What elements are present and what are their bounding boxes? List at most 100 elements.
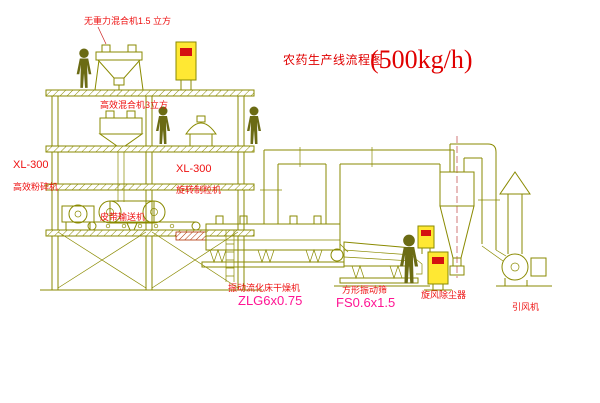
dome: [185, 122, 217, 135]
label-cyclone: 旋风除尘器: [421, 289, 466, 300]
cyclone-top-pipe: [449, 143, 497, 250]
building-deck-top: [45, 89, 255, 97]
gravity-free-mixer: [94, 44, 144, 91]
exhaust-duct: [260, 147, 455, 224]
granulator-outlet: [126, 222, 138, 231]
cabinet-legs: [180, 80, 192, 90]
belt-roller: [137, 223, 143, 229]
cabinet-legs: [424, 284, 452, 291]
exhaust-stack: [499, 171, 531, 254]
mixer2-inlet-right: [126, 110, 136, 119]
dome-hopper: [185, 115, 217, 146]
label-belt: 皮带输送机: [100, 211, 145, 222]
label-screen: 方形振动筛: [342, 284, 387, 295]
duct-drop: [439, 164, 455, 172]
duct-horizontal: [263, 149, 455, 165]
duct-risers: [263, 164, 341, 224]
label-dryer-model: ZLG6x0.75: [238, 293, 302, 308]
fan-base: [496, 278, 552, 287]
mixer-top-body: [95, 51, 143, 61]
building-braces: [57, 231, 239, 289]
cabinet-display: [180, 48, 192, 56]
fan-volute: [501, 253, 529, 281]
pulverizer: [61, 204, 95, 230]
worker-figure: [399, 234, 419, 284]
label-screen-model: FS0.6x1.5: [336, 295, 395, 310]
cyclone-separator: [439, 136, 507, 278]
label-leader-line: [97, 26, 107, 45]
worker-figure: [76, 48, 92, 88]
label-xl300-left: XL-300: [13, 159, 48, 171]
building-deck-3: [45, 183, 255, 191]
label-xl300-right: XL-300: [176, 163, 211, 175]
worker-figure: [156, 106, 170, 144]
label-pulverizer: 高效粉碎机: [13, 181, 58, 192]
cyclone-discharge-box: [449, 265, 465, 276]
belt-pulley-right: [191, 221, 201, 231]
dryer-springs: [209, 248, 323, 264]
pulverizer-rotor: [68, 204, 88, 224]
drum-hub-right: [150, 208, 158, 216]
control-cabinet-main: [424, 251, 452, 291]
diagram-title: 农药生产线流程图: [283, 52, 383, 67]
granulator-drum-right: [142, 200, 166, 224]
mixer2-inlet-left: [105, 110, 115, 119]
screen-outlet: [411, 255, 423, 275]
screen-base: [339, 277, 419, 284]
foundation-hatch: [175, 231, 207, 241]
pipe-to-fan: [481, 245, 507, 262]
dome-body: [189, 134, 213, 146]
pulverizer-legs: [65, 222, 91, 230]
ladder: [225, 230, 235, 282]
mixer2-body: [99, 117, 143, 135]
mixer-discharge: [113, 77, 125, 86]
building-columns: [51, 95, 245, 290]
diagram-capacity: (500kg/h): [370, 45, 473, 74]
mixer-hopper: [96, 59, 142, 79]
cabinet-body: [417, 225, 435, 249]
screen-motor: [330, 248, 344, 262]
dryer-port: [239, 215, 248, 225]
fan-motor: [530, 257, 547, 277]
dryer-port: [313, 215, 322, 225]
labels-layer: 无重力混合机1.5 立方 XL-300 高效粉碎机 高效混合机3立方 XL-30…: [13, 15, 539, 312]
cabinet-body: [175, 41, 197, 81]
worker-figure: [247, 106, 261, 144]
belt-conveyor: [87, 221, 201, 231]
mixer-legs: [94, 59, 144, 91]
pulverizer-body: [61, 205, 95, 223]
belt-pulley-left: [87, 221, 97, 231]
granulator-drum-left: [98, 200, 122, 224]
belt-lines: [92, 221, 196, 231]
control-cabinet-small: [417, 225, 435, 254]
induced-draft-fan: [496, 253, 552, 287]
stack-cap: [499, 171, 531, 195]
label-top-mixer: 无重力混合机1.5 立方: [84, 15, 171, 26]
mixer2-cone: [98, 133, 144, 147]
label-mixer: 高效混合机3立方: [100, 99, 168, 110]
mixer-inlet-left: [101, 44, 111, 53]
label-granulator: 旋转制粒机: [176, 184, 221, 195]
cabinet-display: [421, 230, 431, 236]
label-fan: 引风机: [512, 301, 539, 312]
cabinet-body: [427, 251, 449, 285]
pulverizer-hub: [74, 210, 82, 218]
belt-roller: [121, 223, 127, 229]
dryer-port: [289, 215, 298, 225]
label-dryer: 振动流化床干燥机: [228, 282, 300, 293]
building-deck-4: [45, 229, 255, 237]
belt-roller: [169, 223, 175, 229]
stack-body: [507, 194, 523, 254]
down-chute: [117, 152, 125, 202]
drum-hub-left: [106, 208, 114, 216]
high-efficiency-mixer: [98, 110, 144, 202]
dome-cap: [196, 115, 206, 123]
dryer-base: [201, 261, 345, 268]
duct-flanges: [260, 147, 373, 191]
control-cabinet-top: [175, 41, 197, 90]
fan-hub: [510, 262, 520, 272]
mixer-inlet-right: [127, 44, 137, 53]
cabinet-display: [432, 257, 444, 264]
